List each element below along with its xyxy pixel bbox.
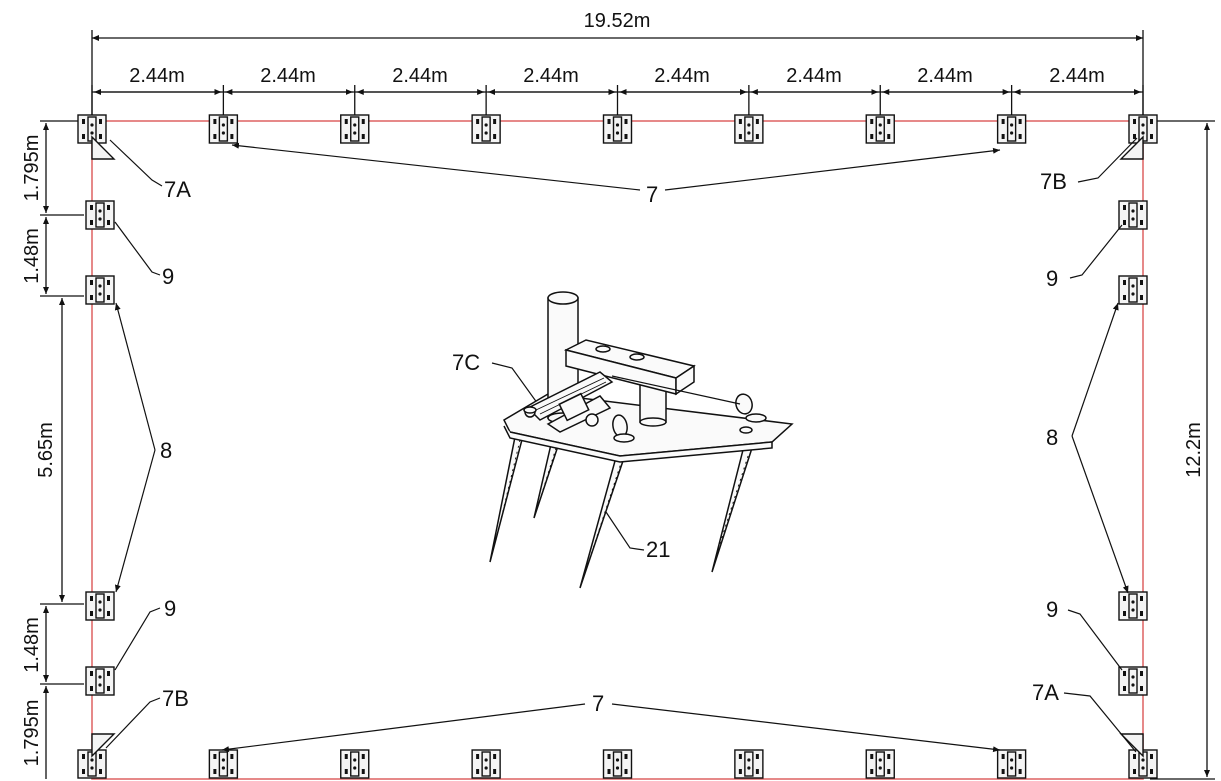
anchor-plate-top bbox=[340, 114, 370, 144]
anchor-plate-bottom bbox=[77, 749, 107, 779]
label-9-lower-left: 9 bbox=[164, 596, 176, 621]
anchor-plate-top bbox=[208, 114, 239, 144]
anchor-plate-left bbox=[85, 591, 115, 621]
corner-brace bbox=[91, 733, 116, 758]
overall-width-label: 19.52m bbox=[584, 10, 651, 32]
segment-label-7: 2.44m bbox=[917, 65, 973, 87]
callout-labels: 7 7 7A 7B 7B 7A 9 9 9 9 8 8 7C 21 bbox=[160, 169, 1067, 716]
label-8-left: 8 bbox=[160, 438, 172, 463]
anchor-plate-left bbox=[85, 200, 115, 230]
anchor-assembly-drawing bbox=[489, 291, 794, 589]
anchor-plate-bottom bbox=[734, 749, 764, 779]
anchor-plate-right bbox=[1118, 666, 1148, 696]
label-7-top: 7 bbox=[646, 182, 658, 207]
label-9-lower-right: 9 bbox=[1046, 597, 1058, 622]
anchor-plate-top bbox=[996, 114, 1027, 144]
label-9-upper-right: 9 bbox=[1046, 266, 1058, 291]
left-side-dimensions: 1.795m 1.48m 5.65m 1.48m 1.795m bbox=[21, 120, 88, 779]
label-9-upper-left: 9 bbox=[162, 264, 174, 289]
anchor-plate-right bbox=[1118, 200, 1148, 230]
anchor-plate-left bbox=[85, 666, 115, 696]
segment-dimensions: 2.44m 2.44m 2.44m 2.44m 2.44m 2.44m 2.44… bbox=[91, 65, 1144, 116]
label-7a-bottom-right: 7A bbox=[1032, 680, 1059, 705]
label-7-bottom: 7 bbox=[592, 691, 604, 716]
leader-lines bbox=[105, 137, 1138, 753]
segment-label-8: 2.44m bbox=[1049, 65, 1105, 87]
label-7a-top-left: 7A bbox=[164, 177, 191, 202]
anchor-plate-bottom bbox=[996, 749, 1027, 779]
ratchet-mechanism bbox=[524, 371, 614, 433]
anchor-plate-top bbox=[734, 114, 764, 144]
anchor-plate-bottom bbox=[208, 749, 239, 779]
corner-brace bbox=[91, 135, 116, 160]
segment-label-1: 2.44m bbox=[129, 65, 185, 87]
left-dim-5: 1.795m bbox=[21, 700, 43, 767]
label-7b-bottom-left: 7B bbox=[162, 686, 189, 711]
anchor-plate-top bbox=[602, 114, 633, 144]
segment-label-3: 2.44m bbox=[392, 65, 448, 87]
left-dim-4: 1.48m bbox=[21, 617, 43, 673]
segment-label-2: 2.44m bbox=[260, 65, 316, 87]
anchor-plate-top bbox=[471, 114, 501, 144]
corner-brace bbox=[1119, 135, 1144, 160]
anchor-plate-bottom bbox=[602, 749, 633, 779]
ground-spikes bbox=[489, 431, 753, 589]
label-8-right: 8 bbox=[1046, 425, 1058, 450]
overall-height-label: 12.2m bbox=[1183, 422, 1205, 478]
overall-height-dimension: 12.2m bbox=[1150, 120, 1215, 780]
left-dim-1: 1.795m bbox=[21, 135, 43, 202]
anchor-plate-bottom bbox=[340, 749, 370, 779]
anchor-plate-bottom bbox=[471, 749, 501, 779]
anchor-plate-top bbox=[865, 114, 895, 144]
anchor-plate-bottom bbox=[865, 749, 895, 779]
left-dim-3: 5.65m bbox=[35, 422, 57, 478]
label-7c-center: 7C bbox=[452, 350, 480, 375]
segment-ticks bbox=[91, 85, 1144, 116]
segment-label-6: 2.44m bbox=[786, 65, 842, 87]
label-7b-top-right: 7B bbox=[1040, 169, 1067, 194]
segment-label-4: 2.44m bbox=[523, 65, 579, 87]
segment-label-5: 2.44m bbox=[654, 65, 710, 87]
anchor-plate-right bbox=[1118, 275, 1148, 305]
left-dim-2: 1.48m bbox=[21, 228, 43, 284]
anchor-plates bbox=[77, 114, 1158, 779]
anchor-plate-right bbox=[1118, 591, 1148, 621]
anchor-plate-left bbox=[85, 275, 115, 305]
label-21-center: 21 bbox=[646, 537, 670, 562]
